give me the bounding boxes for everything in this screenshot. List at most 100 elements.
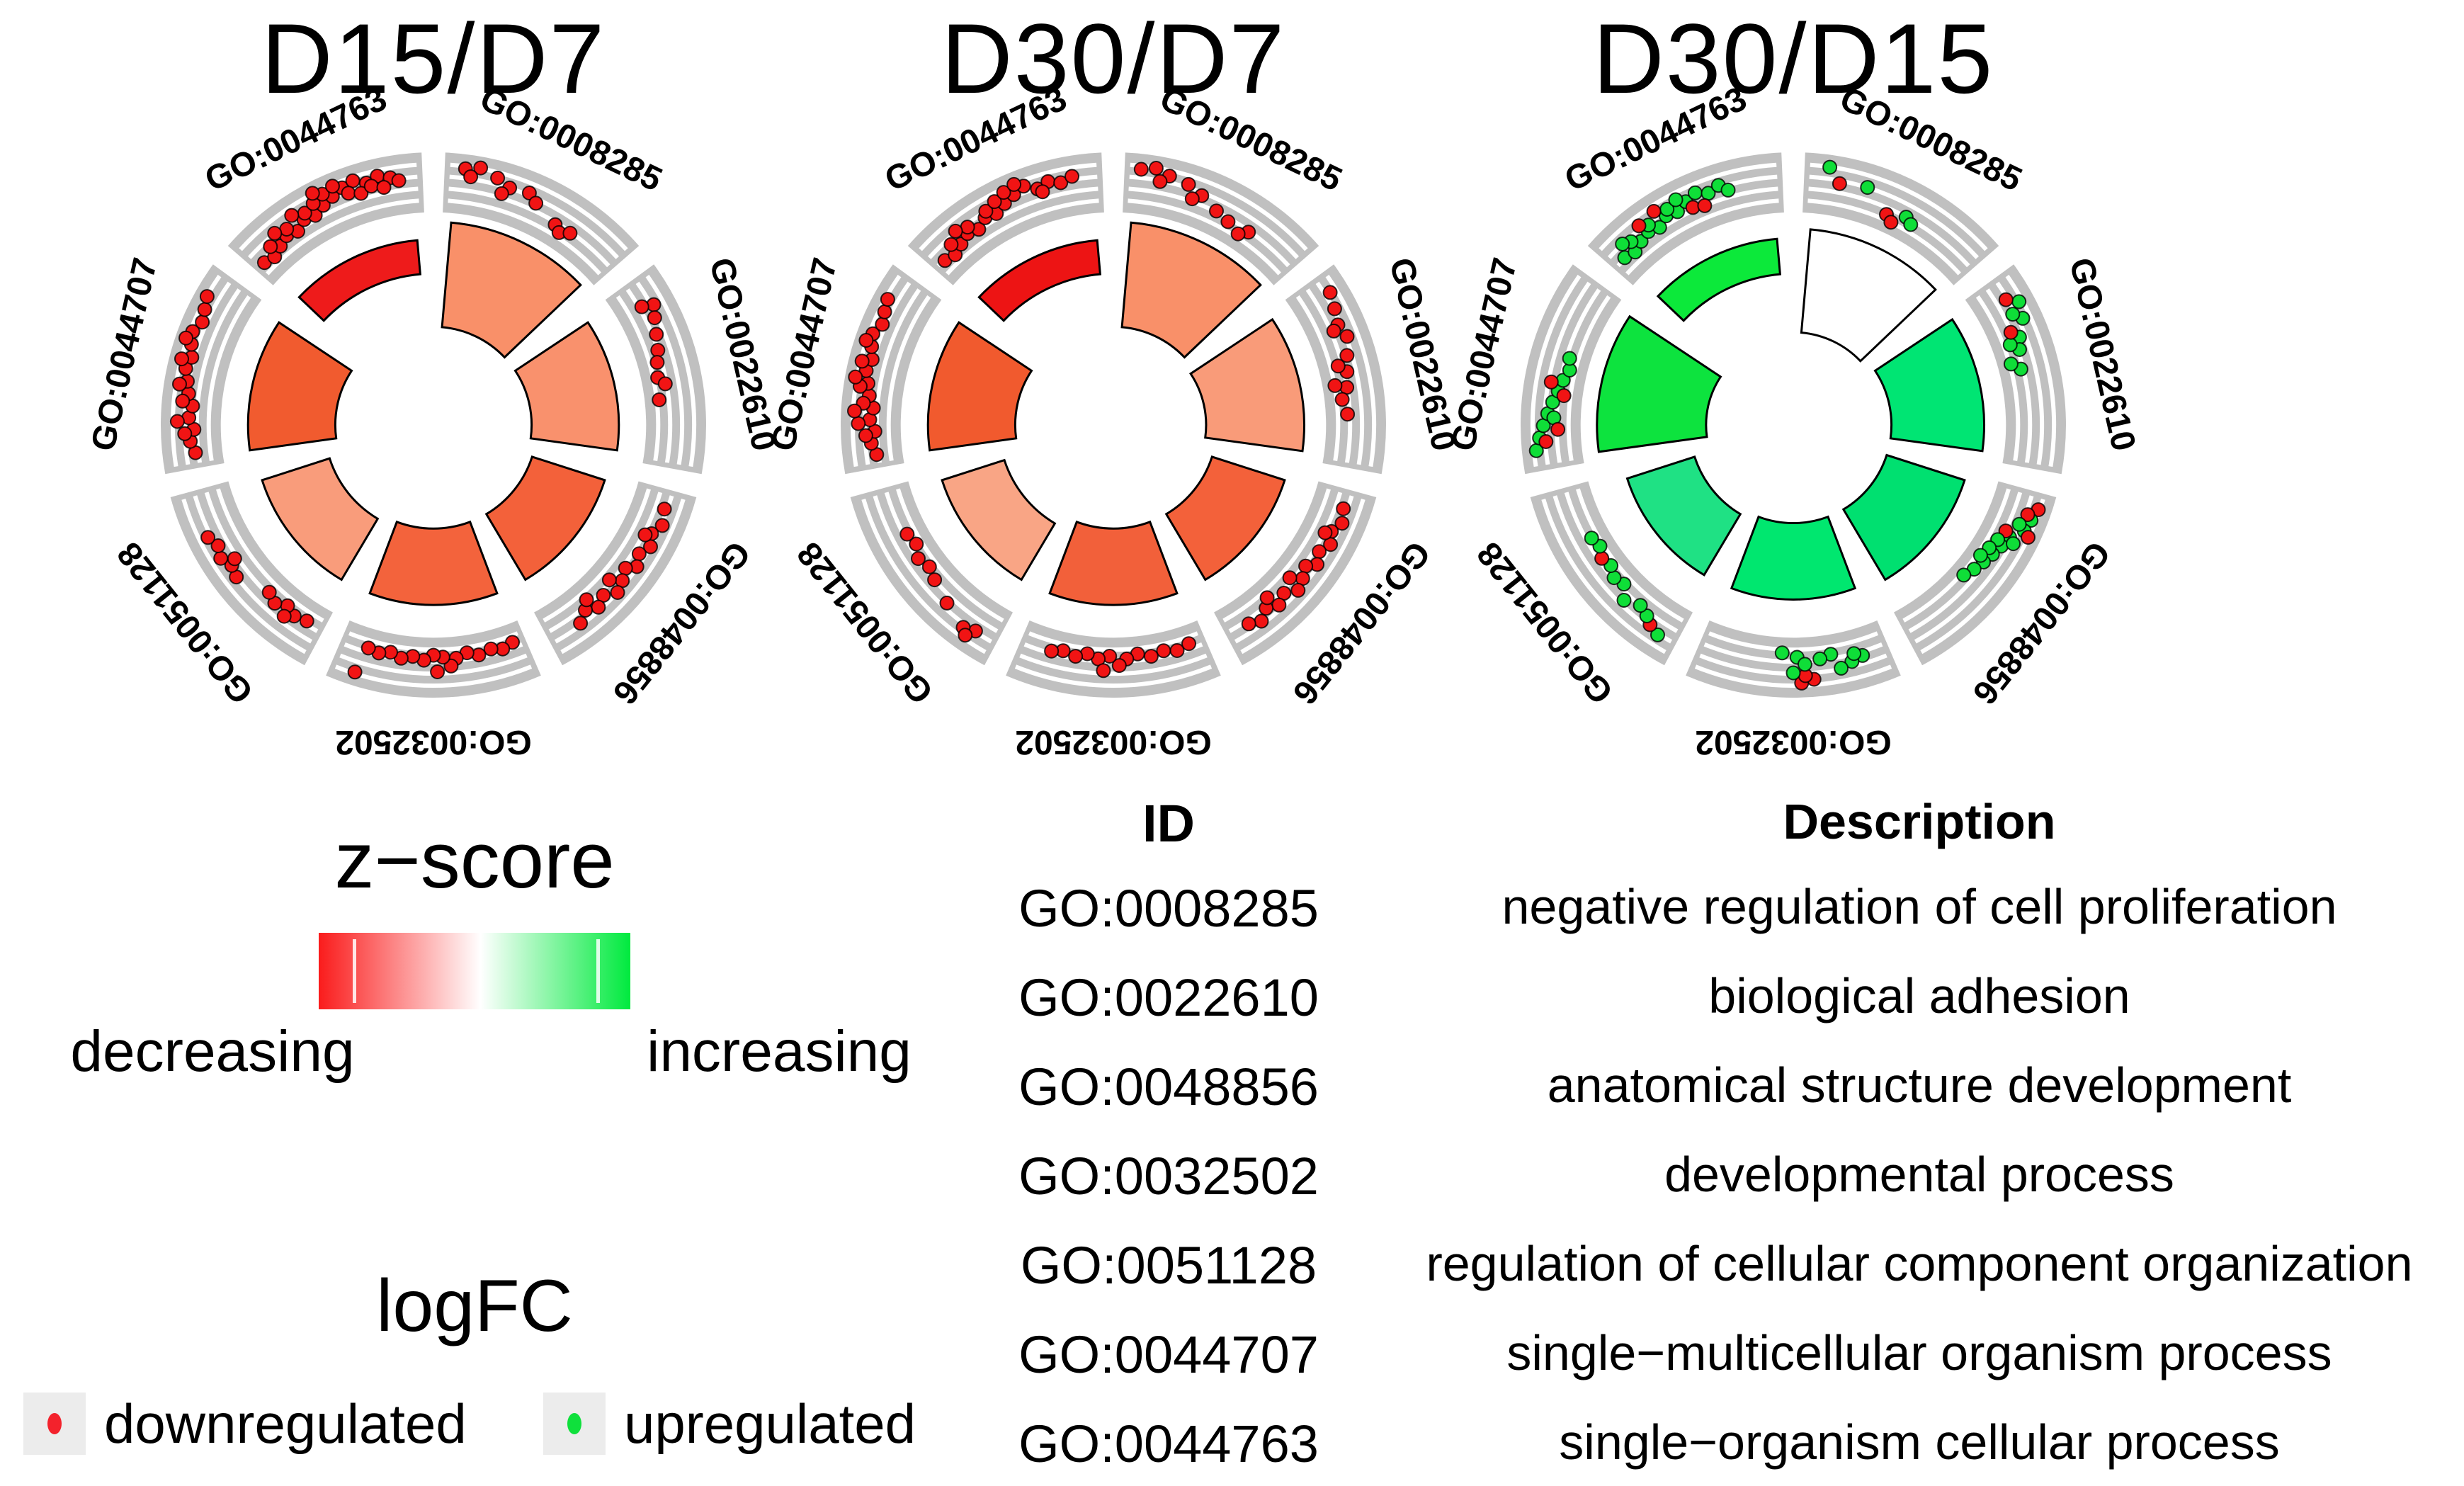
gene-dot [1562, 351, 1577, 366]
gene-dot [978, 203, 994, 219]
gene-dot [1133, 161, 1149, 177]
gene-dot [1169, 643, 1185, 658]
band-gridline [645, 274, 697, 467]
zscore-bar [941, 458, 1057, 582]
gene-dot [875, 317, 890, 332]
table-row-description: single−organism cellular process [1559, 1414, 2280, 1470]
gene-dot [483, 641, 499, 657]
gene-dot [1956, 567, 1972, 583]
gene-dot [1282, 570, 1298, 586]
table-row-description: negative regulation of cell proliferatio… [1501, 879, 2337, 934]
gene-dot [1584, 531, 1599, 546]
gene-dot [851, 416, 866, 431]
logfc-legend-title: logFC [376, 1265, 573, 1347]
gene-dot [1606, 570, 1622, 586]
gene-dot [610, 585, 625, 600]
gene-dot [345, 173, 360, 188]
gene-dot [1883, 215, 1899, 230]
band-gridline [1599, 162, 1777, 251]
gene-dot [2011, 294, 2027, 310]
gene-dot [1156, 643, 1171, 659]
gene-dot [360, 640, 376, 656]
band-gridline [1808, 186, 1970, 268]
gene-dot [899, 526, 915, 542]
zscore-bar [926, 321, 1033, 452]
gene-dot [1254, 613, 1269, 629]
band-gridline [1014, 664, 1213, 688]
gene-dot [848, 369, 863, 385]
gene-dot [1334, 516, 1350, 531]
gene-dot [1312, 544, 1327, 560]
gene-dot [637, 527, 653, 543]
gene-dot [877, 304, 892, 319]
band-gridline [448, 186, 611, 268]
band-gridline [1625, 198, 1779, 276]
gene-dot [473, 160, 489, 176]
gene-dot [921, 559, 937, 574]
gene-dot [1687, 185, 1703, 200]
gene-dot [1334, 392, 1350, 407]
gene-dot [1650, 627, 1665, 642]
gene-dot [210, 538, 226, 553]
gene-dot [643, 539, 658, 555]
band-gridline [1019, 653, 1208, 676]
gene-dot [178, 330, 193, 346]
band-gridline [1128, 198, 1281, 276]
go-term-label: GO:0044707 [84, 254, 164, 454]
gene-dot [1322, 285, 1338, 300]
gene-dot [634, 299, 649, 314]
gene-dot [227, 551, 242, 567]
gene-dot [2021, 530, 2036, 545]
gene-dot [1972, 548, 1988, 563]
band-gridline [1975, 295, 2021, 461]
gene-dot [958, 628, 973, 643]
gene-dot [305, 186, 320, 201]
zscore-bar [1873, 317, 1986, 453]
gene-dot [1209, 203, 1224, 219]
table-row-description: anatomical structure development [1547, 1057, 2292, 1113]
zscore-bar [1048, 520, 1179, 606]
gene-dot [1615, 237, 1630, 251]
gene-dot [1998, 292, 2014, 307]
gene-dot [1697, 198, 1713, 213]
gene-dot [1330, 358, 1346, 374]
gene-dot [1111, 658, 1127, 674]
gene-dot [276, 608, 292, 624]
zscore-gradient-bar [319, 933, 630, 1009]
go-term-label: GO:0032502 [335, 723, 532, 761]
band-gridline [1708, 631, 1879, 652]
zscore-label-decreasing: decreasing [70, 1019, 355, 1084]
gene-dot [284, 208, 300, 223]
gene-dot [1241, 616, 1256, 632]
gene-dot [647, 310, 662, 326]
gene-dot [649, 327, 664, 342]
gene-dot [1834, 660, 1849, 676]
gene-dot [1181, 636, 1196, 652]
zscore-bar [977, 239, 1102, 322]
gene-dot [1556, 388, 1572, 404]
gene-dot [199, 289, 215, 305]
gene-dot [579, 592, 594, 608]
band-gridline [886, 295, 931, 461]
gene-dot [657, 501, 672, 517]
gene-dot [1259, 590, 1275, 606]
zscore-bar [441, 221, 582, 359]
gene-dot [654, 518, 670, 533]
go-term-label: GO:0022610 [2062, 254, 2142, 454]
zscore-bar [1656, 237, 1782, 322]
gene-dot [631, 546, 647, 562]
gene-dot [1785, 665, 1801, 681]
band-gridline [946, 198, 1099, 276]
gene-dot [2006, 536, 2021, 552]
gene-dot [267, 225, 283, 241]
zscore-bar [1800, 228, 1937, 363]
gene-dot [1668, 192, 1684, 208]
table-row-id: GO:0032502 [1018, 1147, 1319, 1206]
gene-dot [200, 530, 216, 545]
zscore-bar [484, 455, 606, 582]
gene-dot [1860, 180, 1875, 195]
logfc-swatch-box [23, 1393, 86, 1455]
gene-dot [2002, 337, 2018, 353]
band-gridline [448, 198, 601, 276]
band-gridline [896, 488, 1004, 623]
